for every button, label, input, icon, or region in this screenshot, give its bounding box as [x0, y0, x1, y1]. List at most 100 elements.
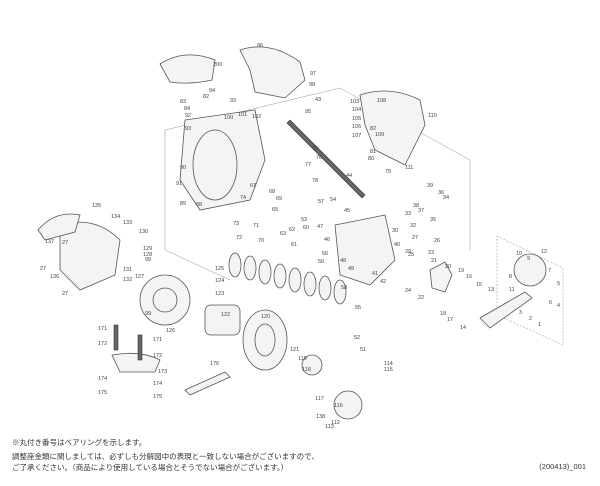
part-number-label: 81 — [370, 149, 376, 155]
part-number-label: 117 — [315, 396, 324, 402]
part-number-label: 51 — [360, 347, 366, 353]
part-number-label: 106 — [352, 124, 361, 130]
part-number-label: 27 — [412, 235, 418, 241]
part-number-label: 27 — [40, 266, 46, 272]
part-number-label: 100 — [224, 115, 233, 121]
part-number-label: 49 — [348, 266, 354, 272]
part-number-label: 46 — [324, 237, 330, 243]
rod-clamp — [111, 352, 161, 373]
part-number-label: 61 — [291, 242, 297, 248]
part-number-label: 20 — [445, 264, 451, 270]
part-number-label: 30 — [392, 228, 398, 234]
clamp-bolt — [113, 324, 119, 351]
part-number-label: 116 — [334, 403, 343, 409]
part-number-label: 130 — [139, 229, 148, 235]
part-number-label: 3 — [519, 310, 522, 316]
diagram-code: (200413)_001 — [539, 462, 586, 471]
part-number-label: 52 — [354, 335, 360, 341]
part-number-label: 111 — [405, 165, 413, 171]
part-number-label: 129 — [143, 246, 152, 252]
part-number-label: 25 — [408, 252, 414, 258]
part-number-label: 82 — [203, 94, 209, 100]
part-number-label: 123 — [215, 291, 224, 297]
part-number-label: 60 — [303, 225, 309, 231]
part-number-label: 128 — [143, 252, 152, 258]
part-number-label: 175 — [153, 394, 162, 400]
part-number-label: 113 — [325, 424, 334, 430]
handle-knob — [513, 253, 547, 287]
part-number-label: 74 — [240, 195, 246, 201]
part-number-label: 70 — [258, 238, 264, 244]
part-number-label: 75 — [312, 146, 318, 152]
spool-core — [254, 323, 276, 357]
part-number-label: 48 — [340, 258, 346, 264]
part-number-label: 24 — [405, 288, 411, 294]
part-number-label: 110 — [428, 113, 437, 119]
part-number-label: 77 — [305, 162, 311, 168]
part-number-label: 47 — [317, 224, 323, 230]
part-number-label: 83 — [180, 99, 186, 105]
part-number-label: 82 — [370, 126, 376, 132]
part-number-label: 4 — [557, 303, 560, 309]
part-number-label: 134 — [111, 214, 120, 220]
part-number-label: 32 — [410, 223, 416, 229]
part-number-label: 172 — [153, 353, 162, 359]
part-number-label: 115 — [384, 367, 393, 373]
part-number-label: 114 — [384, 361, 393, 367]
part-number-label: 104 — [352, 107, 361, 113]
part-number-label: 29 — [405, 249, 411, 255]
part-number-label: 125 — [215, 266, 224, 272]
part-number-label: 8 — [509, 274, 512, 280]
part-number-label: 71 — [253, 223, 259, 229]
part-number-label: 98 — [309, 82, 315, 88]
bearing-note: ※丸付き番号はベアリングを示します。 — [12, 438, 147, 447]
part-number-label: 109 — [375, 132, 384, 138]
part-number-label: 26 — [434, 238, 440, 244]
top-cover — [159, 54, 216, 84]
part-number-label: 119 — [298, 356, 307, 362]
part-number-label: 102 — [252, 114, 261, 120]
part-number-label: 172 — [98, 341, 107, 347]
part-number-label: 15 — [476, 282, 482, 288]
level-wind-shaft — [286, 119, 366, 199]
part-number-label: 45 — [344, 208, 350, 214]
part-number-label: 127 — [135, 274, 144, 280]
part-number-label: 138 — [316, 414, 325, 420]
part-number-label: 36 — [438, 190, 444, 196]
part-number-label: 73 — [233, 221, 239, 227]
part-number-label: 56 — [322, 251, 328, 257]
part-number-label: 50 — [318, 259, 324, 265]
part-number-label: 18 — [440, 311, 446, 317]
part-number-label: 84 — [184, 106, 190, 112]
part-number-label: 10 — [516, 251, 522, 257]
part-number-label: 68 — [269, 189, 275, 195]
washer-note-line-1: 調整座金類に関しましては、必ずしも分解図中の表現と一致しない場合がございますので… — [12, 452, 319, 461]
part-number-label: 96 — [257, 43, 263, 49]
part-number-label: 55 — [355, 305, 361, 311]
part-number-label: 37 — [418, 208, 424, 214]
part-number-label: 103 — [350, 99, 359, 105]
part-number-label: 54 — [330, 197, 336, 203]
part-number-label: 95 — [305, 109, 311, 115]
part-number-label: 41 — [372, 271, 378, 277]
part-number-label: 101 — [238, 112, 247, 118]
part-number-label: 200 — [213, 62, 222, 68]
part-number-label: 7 — [548, 268, 551, 274]
part-number-label: 126 — [166, 328, 175, 334]
part-number-label: 78 — [312, 178, 318, 184]
part-number-label: 122 — [221, 312, 230, 318]
part-number-label: 16 — [466, 274, 472, 280]
part-number-label: 93 — [185, 126, 191, 132]
part-number-label: 99 — [145, 257, 151, 263]
bait-holder — [184, 371, 231, 396]
brake-unit — [301, 354, 323, 376]
part-number-label: 105 — [352, 116, 361, 122]
part-number-label: 40 — [394, 242, 400, 248]
part-number-label: 174 — [153, 381, 162, 387]
part-number-label: 171 — [98, 326, 107, 332]
part-number-label: 121 — [290, 347, 299, 353]
part-number-label: 17 — [447, 317, 453, 323]
part-number-label: 132 — [123, 277, 132, 283]
part-number-label: 171 — [153, 337, 162, 343]
